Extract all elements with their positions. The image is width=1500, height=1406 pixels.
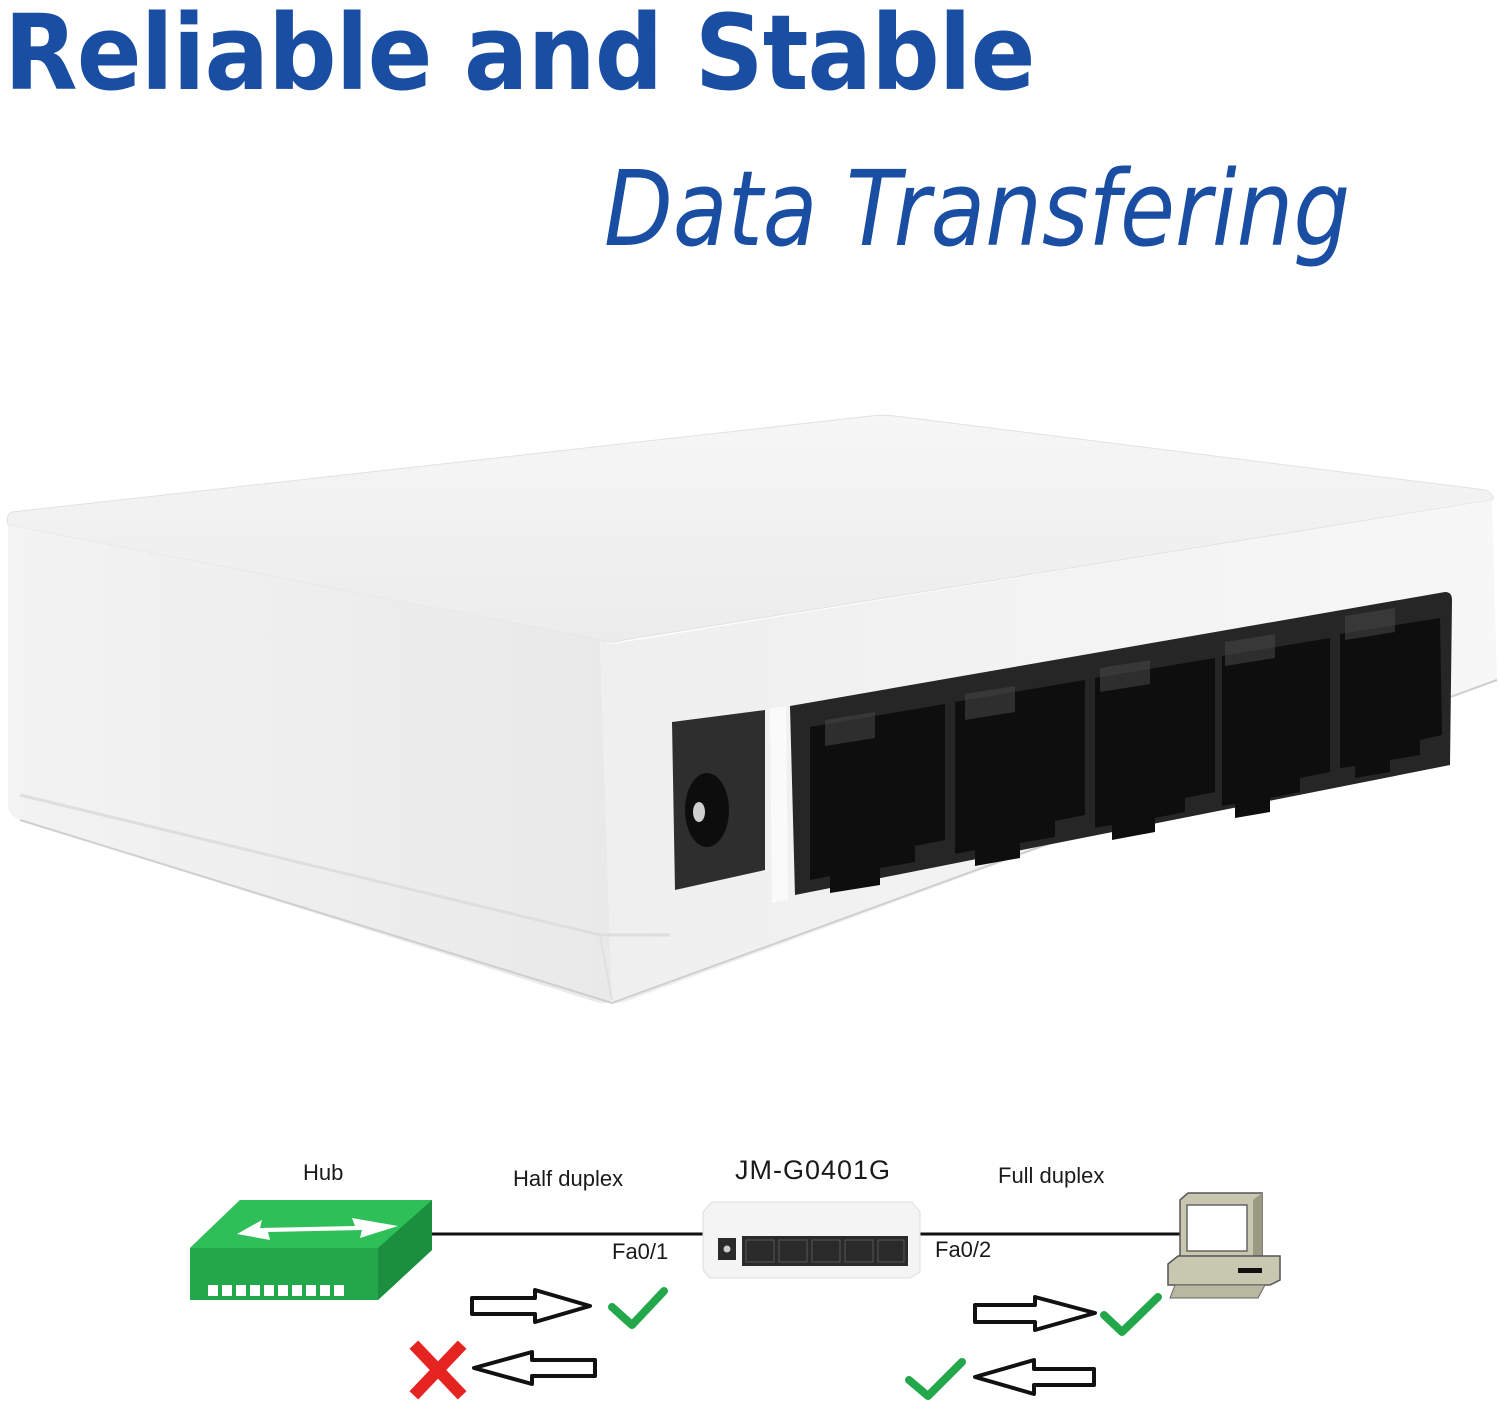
power-jack-icon (672, 710, 765, 890)
rj45-ports (790, 592, 1452, 895)
switch-product-image (6, 414, 1498, 1005)
hub-label: Hub (303, 1160, 344, 1185)
headline-subtitle: Data Transfering (604, 148, 1351, 270)
rj45-port-icon (1222, 634, 1330, 818)
check-icon (608, 1287, 668, 1329)
rj45-port-icon (810, 704, 945, 893)
switch-model-label: JM-G0401G (735, 1155, 892, 1185)
x-icon (409, 1340, 467, 1400)
switch-icon (702, 1201, 921, 1279)
duplex-diagram (190, 1192, 1281, 1400)
right-arrow-icon (470, 1288, 592, 1324)
port-fa0-2-label: Fa0/2 (935, 1237, 992, 1262)
rj45-port-icon (955, 680, 1085, 866)
left-arrow-icon (472, 1350, 597, 1386)
check-icon (1100, 1293, 1162, 1336)
computer-icon (1167, 1192, 1281, 1299)
rj45-port-icon (1095, 658, 1215, 840)
headline-title: Reliable and Stable (4, 0, 1036, 114)
half-duplex-label: Half duplex (513, 1166, 624, 1191)
left-arrow-icon (973, 1358, 1096, 1396)
hub-icon (190, 1200, 432, 1300)
port-fa0-1-label: Fa0/1 (612, 1239, 669, 1264)
full-duplex-label: Full duplex (998, 1163, 1105, 1188)
right-arrow-icon (973, 1295, 1097, 1332)
check-icon (905, 1358, 966, 1400)
rj45-port-icon (1340, 608, 1442, 778)
